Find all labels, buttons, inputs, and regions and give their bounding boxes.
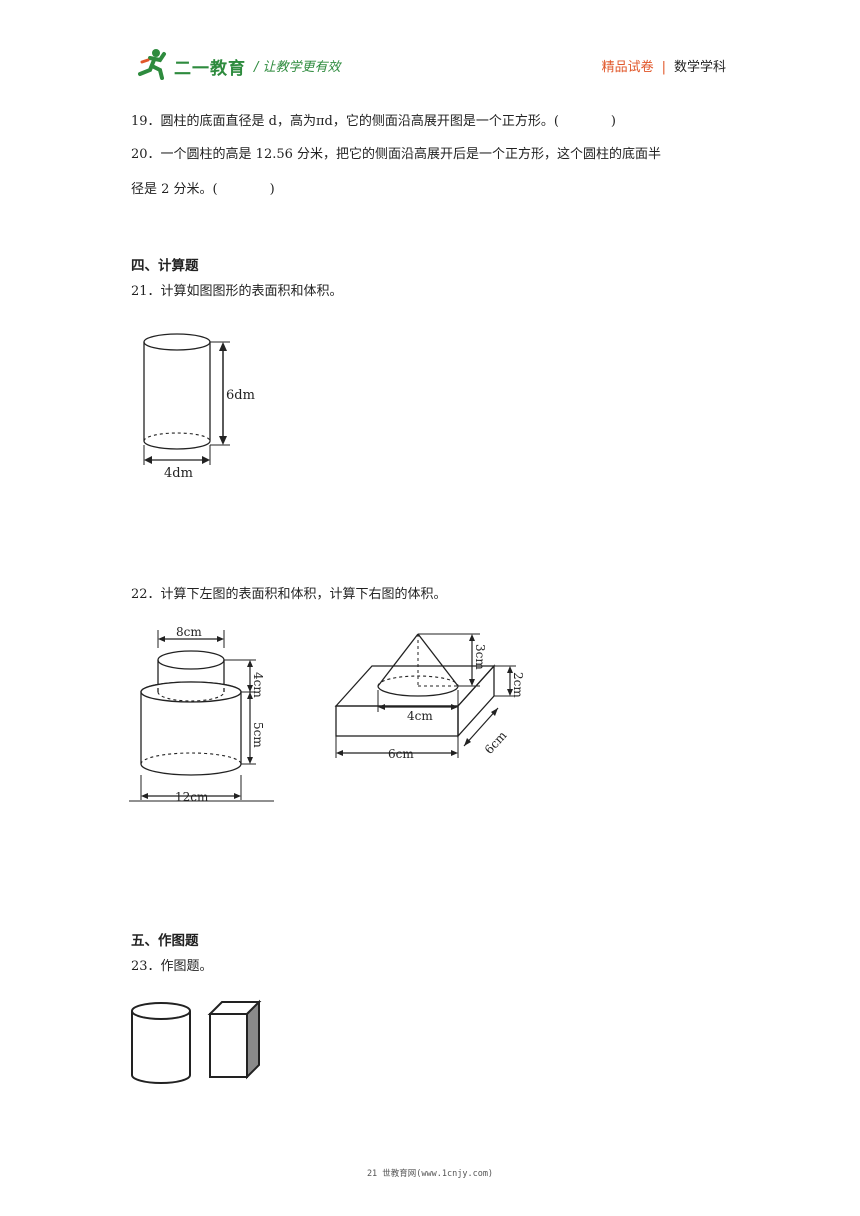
label-5cm: 5cm xyxy=(251,722,265,748)
question-21: 21．计算如图图形的表面积和体积。 xyxy=(131,284,343,299)
height-label-6dm: 6dm xyxy=(226,388,255,403)
brand-label: 精品试卷 xyxy=(601,60,654,75)
question-19: 19．圆柱的底面直径是 d，高为πd，它的侧面沿高展开图是一个正方形。( ) xyxy=(131,114,617,129)
figure-22-right-cone-on-box: 3cm 4cm 2cm 6cm 6cm xyxy=(334,633,525,761)
label-6cm-width: 6cm xyxy=(482,728,510,757)
label-8cm: 8cm xyxy=(176,625,202,639)
label-6cm-length: 6cm xyxy=(388,747,414,761)
label-3cm: 3cm xyxy=(473,644,487,670)
logo-slogan: / 让教学更有效 xyxy=(254,60,341,75)
section-5-heading: 五、作图题 xyxy=(131,933,199,949)
header-separator: | xyxy=(661,60,666,75)
diameter-label-4dm: 4dm xyxy=(164,466,193,481)
figure-23-cylinder-cuboid xyxy=(131,999,262,1084)
runner-logo-icon xyxy=(138,49,166,80)
question-22: 22．计算下左图的表面积和体积，计算下右图的体积。 xyxy=(131,587,447,602)
subject-label: 数学学科 xyxy=(673,60,726,75)
question-20-line2: 径是 2 分米。( ) xyxy=(131,182,275,197)
footer-text: 21 世教育网(www.1cnjy.com) xyxy=(366,1169,494,1179)
label-4cm: 4cm xyxy=(251,672,265,698)
question-20-line1: 20．一个圆柱的高是 12.56 分米，把它的侧面沿高展开后是一个正方形，这个圆… xyxy=(131,147,662,162)
figure-22-left-stacked-cylinders: 8cm 4cm 5cm 12cm xyxy=(129,625,274,804)
figure-21-cylinder: 6dm 4dm xyxy=(143,333,255,481)
section-4-heading: 四、计算题 xyxy=(131,258,199,274)
label-12cm: 12cm xyxy=(175,790,209,804)
header-right: 精品试卷 | 数学学科 xyxy=(602,56,726,75)
question-23: 23．作图题。 xyxy=(131,959,213,974)
header-logo: 二一教育 / 让教学更有效 xyxy=(136,48,376,82)
label-2cm: 2cm xyxy=(511,672,525,698)
label-4cm-cone: 4cm xyxy=(407,709,433,723)
logo-text: 二一教育 xyxy=(174,59,246,79)
